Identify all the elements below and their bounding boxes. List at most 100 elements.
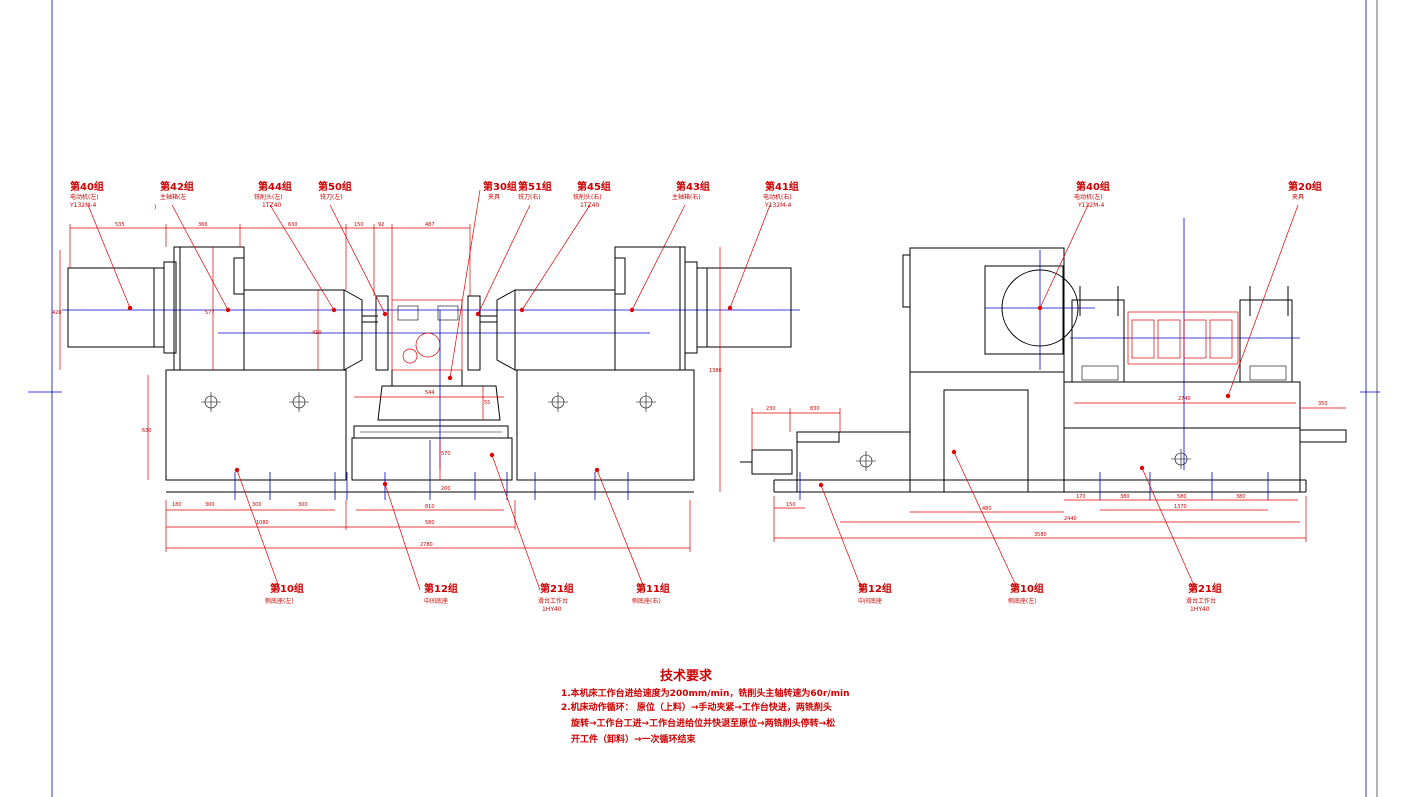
svg-text:主轴箱(右): 主轴箱(右) — [672, 193, 701, 201]
callout-label: 第12组 中间底座 — [424, 582, 458, 605]
dim-text: 830 — [810, 406, 820, 412]
dim-text: 410 — [312, 330, 322, 336]
svg-text:第41组: 第41组 — [765, 180, 799, 193]
dim-text: 487 — [425, 222, 435, 228]
left-milling-head — [243, 289, 378, 371]
svg-text:滑台工作台: 滑台工作台 — [1186, 597, 1216, 605]
svg-text:第11组: 第11组 — [636, 582, 670, 595]
front-view: 535 366 630 150 92 487 420 577 410 1380 … — [52, 180, 800, 613]
callout-label: 第10组 侧底座(左) — [1008, 582, 1044, 605]
side-top-labels: 第40组 电动机(左) Y132M-4 第20组 夹具 — [1074, 180, 1322, 209]
callout-label: 第45组 铣削头(右) 1TZ40 — [573, 180, 611, 209]
side-dim-texts: 230 830 2740 350 150 480 2440 3580 170 3… — [766, 396, 1328, 538]
callout-label: 第21组 滑台工作台 1HY40 — [1186, 582, 1222, 613]
motor-housing — [902, 247, 1079, 373]
dim-text: 810 — [425, 504, 435, 510]
svg-text:中间底座: 中间底座 — [858, 597, 882, 605]
left-spindle-box — [173, 246, 245, 371]
svg-text:铣削头(右): 铣削头(右) — [573, 193, 602, 201]
svg-text:夹具: 夹具 — [488, 193, 500, 201]
front-leaders — [87, 189, 771, 591]
front-dim-texts: 535 366 630 150 92 487 420 577 410 1380 … — [52, 222, 722, 548]
callout-label: 第44组 铣削头(左) 1TZ40 — [254, 180, 292, 209]
dim-text: 420 — [52, 310, 62, 316]
svg-text:侧底座(左): 侧底座(左) — [265, 597, 294, 605]
side-middle-base — [909, 371, 1065, 493]
svg-text:主轴箱(左: 主轴箱(左 — [160, 193, 186, 201]
callout-label: 第20组 夹具 — [1288, 180, 1322, 201]
dim-text: 535 — [115, 222, 125, 228]
work-table — [1063, 381, 1347, 493]
svg-text:Y132M-4: Y132M-4 — [1077, 202, 1104, 209]
svg-text:第12组: 第12组 — [424, 582, 458, 595]
side-leaders — [820, 204, 1299, 591]
note-line: 2.机床动作循环： 原位（上料）→手动夹紧→工作台快进，两铣削头 — [561, 701, 832, 713]
right-motor — [684, 261, 792, 354]
right-milling-head — [480, 289, 616, 371]
svg-text:1TZ40: 1TZ40 — [580, 202, 599, 209]
side-bottom-labels: 第12组 中间底座 第10组 侧底座(左) 第21组 滑台工作台 1HY40 — [858, 582, 1222, 613]
callout-label: 第12组 中间底座 — [858, 582, 892, 605]
notes-title: 技术要求 — [660, 668, 713, 684]
svg-text:侧底座(右): 侧底座(右) — [632, 597, 661, 605]
left-side-base — [165, 369, 347, 481]
technical-notes: 技术要求 1.本机床工作台进给速度为200mm/min，铣削头主轴转速为60r/… — [561, 668, 850, 745]
feed-slide — [740, 431, 911, 493]
dim-text: 1380 — [709, 368, 722, 374]
front-view-dimensions — [59, 224, 721, 552]
svg-text:第10组: 第10组 — [270, 582, 304, 595]
svg-text:铣刀(右): 铣刀(右) — [518, 193, 541, 201]
dim-text: 2740 — [1178, 396, 1191, 402]
dim-text: 300 — [298, 502, 308, 508]
callout-label: 第30组 夹具 — [483, 180, 517, 201]
callout-label: 第40组 电动机(左) Y132M-4 — [69, 180, 104, 209]
dim-text: 55 — [484, 400, 490, 406]
svg-text:1TZ40: 1TZ40 — [262, 202, 281, 209]
right-spindle-box — [614, 246, 686, 371]
dim-text: 1370 — [1174, 504, 1187, 510]
svg-text:第20组: 第20组 — [1288, 180, 1322, 193]
side-fixture — [1071, 286, 1293, 383]
dim-text: 380 — [1120, 494, 1130, 500]
svg-text:第21组: 第21组 — [540, 582, 574, 595]
side-view: 230 830 2740 350 150 480 2440 3580 170 3… — [740, 180, 1347, 613]
dim-text: 150 — [786, 502, 796, 508]
callout-label: 第51组 铣刀(右) — [518, 180, 552, 201]
svg-text:第21组: 第21组 — [1188, 582, 1222, 595]
callout-label: 第41组 电动机(右) Y132M-4 — [763, 180, 799, 209]
side-leader-dots — [818, 305, 1231, 488]
svg-text:第50组: 第50组 — [318, 180, 352, 193]
svg-text:夹具: 夹具 — [1292, 193, 1304, 201]
svg-text:第30组: 第30组 — [483, 180, 517, 193]
side-view-dimensions — [751, 402, 1346, 542]
svg-text:电动机(左): 电动机(左) — [1074, 193, 1103, 201]
svg-text:滑台工作台: 滑台工作台 — [538, 597, 568, 605]
dim-text: 580 — [425, 520, 435, 526]
svg-text:Y132M-4: Y132M-4 — [764, 202, 791, 209]
dim-text: 570 — [441, 451, 451, 457]
front-leader-dots — [127, 305, 733, 487]
dim-text: 92 — [378, 222, 384, 228]
dim-text: 230 — [766, 406, 776, 412]
callout-label: 第42组 主轴箱(左 ) — [154, 180, 194, 211]
svg-text:第44组: 第44组 — [258, 180, 292, 193]
svg-text:第12组: 第12组 — [858, 582, 892, 595]
middle-base — [351, 437, 513, 481]
svg-text:1HY40: 1HY40 — [542, 606, 562, 613]
dim-text: 544 — [425, 390, 435, 396]
dim-text: 300 — [252, 502, 262, 508]
svg-text:): ) — [154, 204, 156, 211]
svg-text:铣刀(左): 铣刀(左) — [320, 193, 343, 201]
svg-text:电动机(左): 电动机(左) — [70, 193, 99, 201]
svg-text:第40组: 第40组 — [70, 180, 104, 193]
dim-text: 577 — [205, 310, 215, 316]
dim-text: 480 — [982, 506, 992, 512]
dim-text: 366 — [198, 222, 208, 228]
callout-label: 第21组 滑台工作台 1HY40 — [538, 582, 574, 613]
dim-text: 580 — [1177, 494, 1187, 500]
right-side-base — [516, 369, 695, 481]
svg-text:侧底座(左): 侧底座(左) — [1008, 597, 1037, 605]
dim-text: 170 — [1076, 494, 1086, 500]
dim-text: 180 — [172, 502, 182, 508]
